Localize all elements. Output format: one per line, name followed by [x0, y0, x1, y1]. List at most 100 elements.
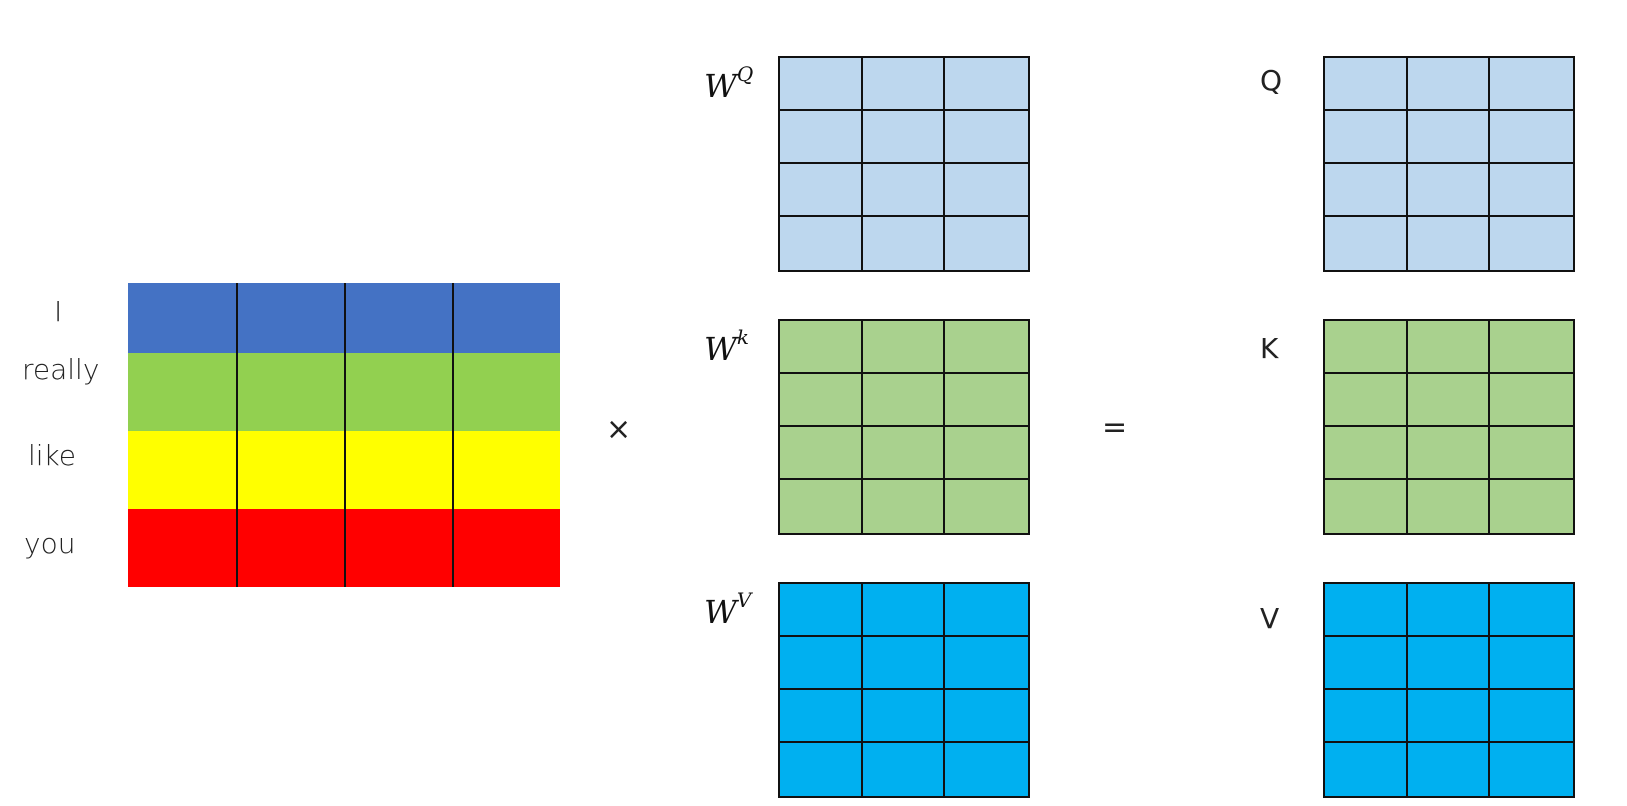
weight-cell: [780, 58, 863, 111]
output-cell: [1490, 217, 1573, 270]
weight-cell: [862, 217, 946, 270]
output-cell: [1490, 164, 1573, 217]
weight-label-v: WV: [704, 588, 752, 631]
output-cell: [1407, 690, 1491, 743]
output-cell: [1490, 427, 1573, 480]
output-cell: [1407, 111, 1491, 164]
weight-cell: [945, 584, 1028, 637]
output-cell: [1325, 111, 1408, 164]
output-label-q: Q: [1260, 64, 1283, 97]
output-matrix-v: [1323, 582, 1575, 798]
weight-label-k: Wk: [704, 325, 750, 368]
weight-cell: [945, 111, 1028, 164]
weight-cell: [862, 637, 946, 690]
weight-matrix-k: [778, 319, 1030, 535]
embedding-cell: [128, 431, 236, 509]
output-cell: [1490, 637, 1573, 690]
output-cell: [1325, 743, 1408, 796]
weight-cell: [780, 217, 863, 270]
output-cell: [1490, 690, 1573, 743]
output-cell: [1407, 427, 1491, 480]
embedding-cell: [452, 509, 560, 587]
output-cell: [1407, 217, 1491, 270]
output-cell: [1407, 58, 1491, 111]
weight-cell: [780, 427, 863, 480]
output-cell: [1407, 321, 1491, 374]
output-cell: [1325, 637, 1408, 690]
weight-cell: [945, 374, 1028, 427]
weight-matrix-q: [778, 56, 1030, 272]
weight-cell: [862, 321, 946, 374]
weight-cell: [780, 111, 863, 164]
weight-matrix-v: [778, 582, 1030, 798]
weight-cell: [780, 164, 863, 217]
output-matrix-q: [1323, 56, 1575, 272]
embedding-matrix: [128, 283, 560, 587]
output-cell: [1490, 743, 1573, 796]
output-cell: [1325, 321, 1408, 374]
output-label-k: K: [1260, 332, 1279, 365]
weight-cell: [862, 164, 946, 217]
weight-cell: [780, 321, 863, 374]
embedding-cell: [452, 283, 560, 353]
weight-cell: [780, 374, 863, 427]
output-cell: [1325, 480, 1408, 533]
weight-cell: [945, 58, 1028, 111]
weight-cell: [862, 427, 946, 480]
weight-cell: [945, 743, 1028, 796]
embedding-cell: [344, 431, 452, 509]
embedding-cell: [452, 353, 560, 431]
embedding-cell: [452, 431, 560, 509]
token-label-you: you: [24, 527, 76, 560]
output-cell: [1407, 480, 1491, 533]
weight-cell: [945, 427, 1028, 480]
output-matrix-k: [1323, 319, 1575, 535]
weight-cell: [862, 690, 946, 743]
output-cell: [1490, 584, 1573, 637]
weight-cell: [780, 743, 863, 796]
output-cell: [1490, 374, 1573, 427]
output-cell: [1407, 374, 1491, 427]
token-label-i: I: [54, 295, 63, 328]
weight-cell: [945, 164, 1028, 217]
output-cell: [1325, 427, 1408, 480]
output-cell: [1325, 217, 1408, 270]
weight-label-q: WQ: [704, 62, 754, 105]
weight-cell: [862, 58, 946, 111]
output-cell: [1490, 58, 1573, 111]
embedding-cell: [236, 353, 344, 431]
weight-cell: [780, 480, 863, 533]
embedding-cell: [236, 283, 344, 353]
output-cell: [1325, 584, 1408, 637]
weight-cell: [862, 584, 946, 637]
output-cell: [1325, 690, 1408, 743]
weight-cell: [945, 217, 1028, 270]
weight-cell: [945, 690, 1028, 743]
embedding-cell: [128, 509, 236, 587]
weight-cell: [780, 690, 863, 743]
weight-cell: [945, 321, 1028, 374]
token-label-really: really: [22, 353, 100, 386]
output-label-v: V: [1260, 602, 1280, 635]
embedding-cell: [236, 431, 344, 509]
output-cell: [1325, 164, 1408, 217]
embedding-cell: [128, 283, 236, 353]
output-cell: [1407, 164, 1491, 217]
embedding-cell: [344, 283, 452, 353]
weight-cell: [862, 374, 946, 427]
multiply-operator: ×: [606, 412, 632, 447]
output-cell: [1407, 584, 1491, 637]
embedding-cell: [128, 353, 236, 431]
weight-cell: [780, 637, 863, 690]
weight-cell: [862, 111, 946, 164]
output-cell: [1407, 637, 1491, 690]
output-cell: [1325, 58, 1408, 111]
embedding-cell: [236, 509, 344, 587]
output-cell: [1490, 111, 1573, 164]
weight-cell: [780, 584, 863, 637]
output-cell: [1407, 743, 1491, 796]
token-label-like: like: [28, 439, 77, 472]
output-cell: [1490, 480, 1573, 533]
output-cell: [1490, 321, 1573, 374]
embedding-cell: [344, 509, 452, 587]
